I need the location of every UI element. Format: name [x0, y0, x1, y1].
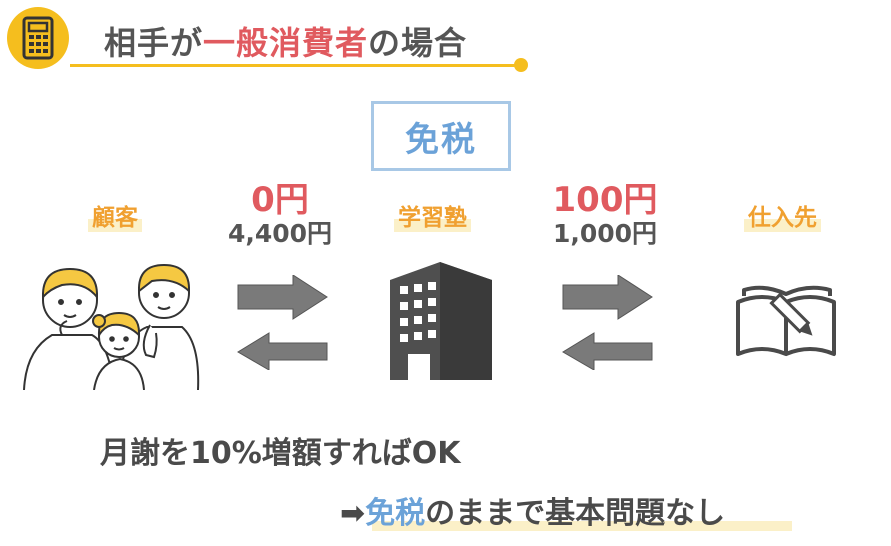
supplier-label: 仕入先 [744, 198, 821, 232]
title-suffix: の場合 [368, 24, 468, 62]
result-highlight [372, 521, 792, 531]
title-accent: 一般消費者 [203, 24, 369, 62]
exchange-arrows-icon [562, 275, 653, 370]
result-accent: 免税 [365, 496, 426, 531]
exchange-arrows-icon [237, 275, 328, 370]
building-icon [390, 262, 492, 380]
title-prefix: 相手が [104, 24, 204, 62]
family-illustration [23, 263, 200, 390]
calculator-icon [7, 7, 69, 69]
juku-label: 学習塾 [394, 198, 471, 232]
title-underline-dot [514, 58, 528, 72]
page-title: 相手が一般消費者の場合 [104, 18, 467, 64]
customer-label: 顧客 [88, 198, 142, 232]
result-rest: のままで基本問題なし [425, 496, 726, 531]
result-text: ➡免税のままで基本問題なし [340, 488, 725, 532]
tax-status-box: 免税 [371, 101, 511, 171]
customer-juku-price: 4,400円 [227, 219, 333, 248]
customer-juku-tax: 0円 [251, 180, 309, 220]
juku-supplier-price: 1,000円 [552, 219, 658, 248]
juku-supplier-tax: 100円 [552, 180, 658, 220]
book-pencil-icon [736, 285, 836, 356]
result-arrow-icon: ➡ [340, 496, 366, 531]
title-underline [70, 64, 522, 67]
conclusion-text: 月謝を10%増額すればOK [100, 436, 461, 471]
